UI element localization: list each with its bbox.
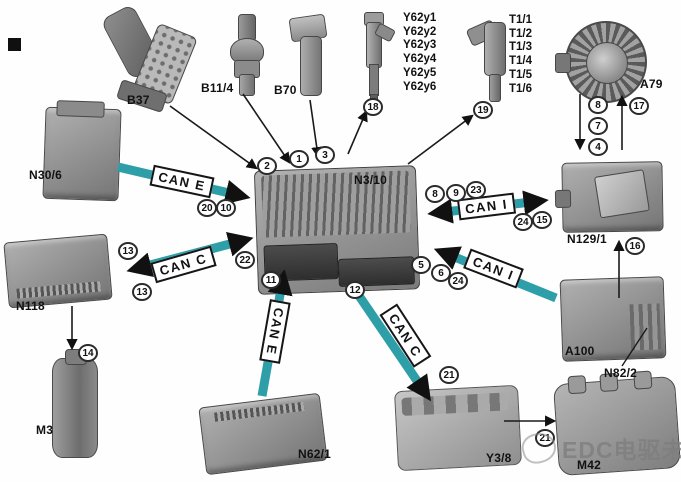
coil-id: T1/5 bbox=[509, 68, 533, 81]
connection-badge: 18 bbox=[363, 98, 383, 116]
label-n129-1: N129/1 bbox=[567, 232, 607, 246]
label-b37: B37 bbox=[127, 93, 150, 107]
sensor-pin bbox=[239, 74, 255, 96]
temperature-sensor-b11-4 bbox=[228, 14, 264, 96]
connection-badge: 2 bbox=[257, 157, 277, 175]
a79-tab bbox=[555, 53, 571, 73]
connection-badge: 21 bbox=[535, 429, 555, 447]
coil-id: T1/2 bbox=[509, 27, 533, 40]
connection-badge: 13 bbox=[132, 283, 152, 301]
injector-id: Y62y1 bbox=[403, 12, 437, 24]
n129-1-connector bbox=[554, 189, 572, 209]
injector-id: Y62y5 bbox=[403, 66, 437, 79]
label-n30-6: N30/6 bbox=[29, 168, 63, 182]
label-a79: A79 bbox=[640, 77, 663, 91]
connection-badge: 5 bbox=[411, 256, 431, 274]
ecu-heatsink-fins bbox=[261, 170, 412, 238]
fuel-pump-m3 bbox=[52, 349, 98, 458]
injector-id: Y62y2 bbox=[403, 25, 437, 38]
sensor-body bbox=[300, 36, 322, 96]
n118-pin-row bbox=[16, 281, 101, 299]
connection-badge: 8 bbox=[588, 96, 608, 114]
crankshaft-sensor-b70 bbox=[288, 13, 332, 98]
injector-id-list: Y62y1 Y62y2 Y62y3 Y62y4 Y62y5 Y62y6 bbox=[403, 12, 436, 94]
connection-badge: 7 bbox=[588, 117, 608, 135]
connection-badge: 11 bbox=[261, 271, 281, 289]
y3-8-rail bbox=[401, 392, 509, 416]
connection-badge: 8 bbox=[425, 185, 445, 203]
connection-badge: 21 bbox=[439, 366, 459, 384]
connection-badge: 9 bbox=[446, 184, 466, 202]
sensor-body bbox=[230, 38, 264, 64]
connection-badge: 24 bbox=[513, 213, 533, 231]
can-e-bottom-label: CAN E bbox=[259, 299, 291, 364]
control-unit-n30-6 bbox=[42, 100, 122, 202]
can-i-lower-label: CAN I bbox=[463, 248, 524, 289]
label-m3: M3 bbox=[36, 423, 54, 437]
connection-badge: 20 bbox=[197, 199, 217, 217]
connection-badge: 4 bbox=[588, 138, 608, 156]
label-m42: M42 bbox=[577, 458, 601, 472]
can-e-left-label: CAN E bbox=[149, 164, 215, 199]
n62-1-pin-row bbox=[214, 401, 305, 422]
b37-to-ecu-arrow bbox=[169, 105, 258, 170]
connection-badge: 17 bbox=[629, 97, 649, 115]
a100-ribs bbox=[629, 303, 662, 351]
fuel-injector-y62y bbox=[356, 12, 396, 106]
n30-6-lid bbox=[56, 100, 105, 118]
label-b11-4: B11/4 bbox=[201, 81, 234, 95]
m42-nub bbox=[567, 375, 587, 395]
control-unit-n118 bbox=[3, 233, 113, 309]
ecu-to-coils-arrow bbox=[407, 114, 474, 165]
label-n118: N118 bbox=[16, 299, 45, 313]
connection-badge: 1 bbox=[289, 150, 309, 168]
coil-spark-tip bbox=[489, 74, 501, 102]
coil-body bbox=[484, 22, 506, 76]
can-c-bottom-label: CAN C bbox=[379, 303, 432, 368]
connection-badge: 10 bbox=[216, 199, 236, 217]
injector-id: Y62y3 bbox=[403, 39, 437, 52]
connection-badge: 22 bbox=[235, 251, 255, 269]
label-a100: A100 bbox=[565, 344, 595, 358]
control-unit-n62-1 bbox=[198, 392, 328, 476]
watermark: EDC电驱未来 bbox=[518, 429, 681, 467]
n129-1-panel bbox=[593, 169, 650, 219]
watermark-logo-icon bbox=[518, 429, 560, 467]
connection-badge: 3 bbox=[315, 146, 335, 164]
accelerator-pedal-sensor-b37 bbox=[100, 3, 198, 113]
connection-badge: 12 bbox=[345, 281, 365, 299]
ignition-coil-t1 bbox=[465, 18, 514, 106]
control-unit-n129-1 bbox=[554, 161, 664, 233]
a79-hub bbox=[586, 42, 628, 84]
can-i-upper-label: CAN I bbox=[456, 192, 516, 221]
ecu-to-injectors-arrow bbox=[347, 109, 368, 155]
coil-id: T1/4 bbox=[509, 55, 533, 68]
connection-badge: 23 bbox=[466, 181, 486, 199]
label-b70: B70 bbox=[274, 83, 297, 97]
connection-badge: 24 bbox=[448, 272, 468, 290]
connection-badge: 15 bbox=[532, 211, 552, 229]
coil-id-list: T1/1 T1/2 T1/3 T1/4 T1/5 T1/6 bbox=[509, 14, 532, 96]
watermark-square-icon bbox=[8, 38, 21, 51]
injector-id: Y62y6 bbox=[403, 80, 437, 93]
injector-id: Y62y4 bbox=[403, 53, 437, 66]
device-a79 bbox=[555, 21, 647, 103]
can-c-left-label: CAN C bbox=[150, 245, 217, 284]
watermark-text: EDC电驱未来 bbox=[562, 437, 681, 463]
connection-badge: 14 bbox=[78, 344, 98, 362]
connection-badge: 16 bbox=[625, 237, 645, 255]
coil-id: T1/1 bbox=[509, 14, 533, 26]
injector-stem bbox=[369, 64, 379, 96]
b11-4-to-ecu-arrow bbox=[242, 93, 291, 164]
connection-badge: 19 bbox=[473, 101, 493, 119]
label-n62-1: N62/1 bbox=[298, 447, 332, 461]
label-n3-10: N3/10 bbox=[354, 173, 388, 187]
connection-badge: 13 bbox=[118, 242, 138, 260]
label-y3-8: Y3/8 bbox=[486, 451, 512, 465]
coil-id: T1/6 bbox=[509, 82, 533, 95]
b70-to-ecu-arrow bbox=[309, 99, 323, 159]
coil-id: T1/3 bbox=[509, 41, 533, 54]
label-n82-2: N82/2 bbox=[604, 366, 638, 380]
